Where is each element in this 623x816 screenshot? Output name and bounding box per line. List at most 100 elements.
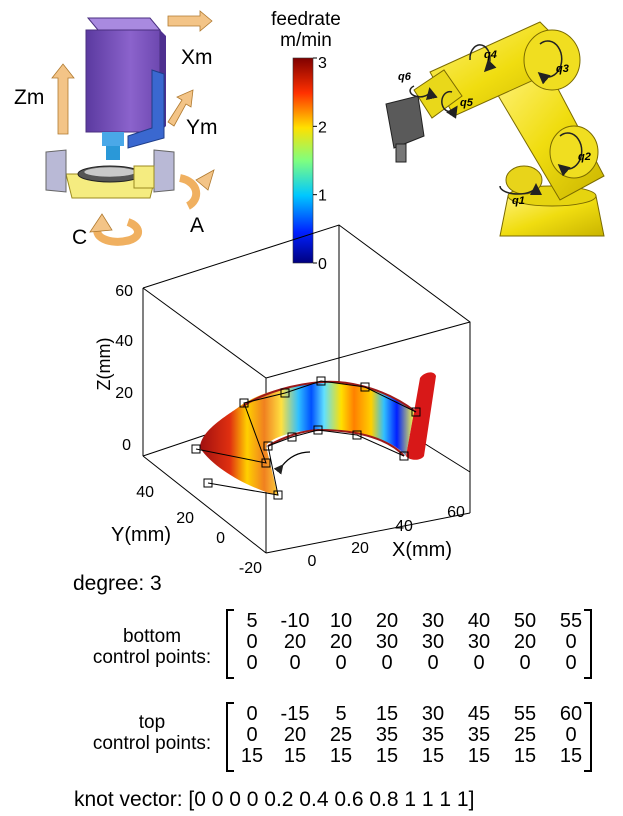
y-tick: -20 (239, 560, 262, 577)
bottom-label-line2: control points: (92, 647, 212, 668)
control-point (280, 388, 290, 398)
control-point (191, 444, 201, 454)
trunnion-left (45, 149, 67, 193)
spindle-nose (102, 132, 124, 146)
matrix-cell: 15 (375, 745, 399, 767)
box-floor-front (142, 455, 267, 554)
z-tick: 0 (122, 437, 131, 454)
machine-tool-illustration (45, 17, 175, 199)
a-rotation-arrow-icon (178, 174, 201, 210)
matrix-cell: 55 (559, 610, 583, 632)
degree-text: degree: 3 (73, 572, 162, 595)
matrix-cell: 15 (467, 745, 491, 767)
top-curve (242, 380, 417, 413)
box-top-front (142, 287, 267, 379)
matrix-cell: 15 (240, 745, 264, 767)
matrix-cell: 35 (467, 724, 491, 746)
q5-label: q5 (460, 97, 474, 109)
matrix-left-bracket (226, 702, 234, 772)
matrix-cell: 55 (513, 703, 537, 725)
colorbar-title-line2: m/min (280, 30, 332, 51)
matrix-right-bracket (584, 702, 592, 772)
trunnion-block (133, 165, 155, 189)
q5-rotation-icon (441, 90, 458, 119)
matrix-cell: 20 (375, 610, 399, 632)
guide-rail (127, 69, 165, 149)
tool (106, 146, 120, 160)
matrix-cell: 25 (329, 724, 353, 746)
a-rotation-head-icon (195, 169, 215, 191)
q6-rotation-icon (409, 85, 438, 101)
robot-arm-illustration: q1 q2 q3 q4 q5 q6 (385, 21, 605, 237)
matrix-cell: 50 (513, 610, 537, 632)
matrix-cell: 35 (375, 724, 399, 746)
toolpath-surface (200, 381, 414, 496)
a-label: A (190, 214, 204, 237)
colorbar-gradient (292, 57, 314, 264)
box-top-right (265, 321, 471, 379)
matrix-cell: 0 (427, 652, 439, 674)
x-tick: 0 (308, 553, 317, 570)
matrix-cell: 0 (519, 652, 531, 674)
colorbar-title-line1: feedrate (271, 9, 341, 30)
matrix-cell: -10 (280, 610, 310, 632)
control-point (313, 425, 323, 435)
q2-rotation-icon (557, 132, 583, 177)
matrix-cell: 15 (421, 745, 445, 767)
x-axis-label: X(mm) (392, 539, 452, 561)
matrix-right-bracket (584, 609, 592, 679)
zm-arrow-icon (51, 63, 75, 135)
control-point (261, 458, 271, 468)
q1-rotation-icon (499, 183, 542, 196)
matrix-cell: 30 (421, 631, 445, 653)
top-control-points-label: top control points: (72, 712, 232, 754)
control-point (316, 376, 326, 386)
matrix-cell: 35 (421, 724, 445, 746)
control-point (287, 432, 297, 442)
matrix-cell: 45 (467, 703, 491, 725)
x-tick: 60 (447, 504, 465, 521)
z-tick: 60 (115, 283, 133, 300)
matrix-cell: 20 (283, 724, 307, 746)
q4-label: q4 (484, 49, 497, 61)
matrix-cell: 20 (329, 631, 353, 653)
matrix-cell: 15 (513, 745, 537, 767)
y-axis-label: Y(mm) (111, 524, 171, 546)
z-axis-label: Z(mm) (94, 338, 114, 391)
matrix-left-bracket (226, 609, 234, 679)
matrix-cell: 60 (559, 703, 583, 725)
machine-axis-arrows: Xm Zm Ym C A (14, 10, 218, 249)
matrix-cell: 30 (421, 703, 445, 725)
q3-rotation-icon (537, 40, 563, 85)
box-floor-right (265, 512, 471, 554)
matrix-cell: 5 (335, 703, 347, 725)
matrix-cell: 15 (375, 703, 399, 725)
xm-label: Xm (181, 46, 213, 69)
y-tick: 40 (136, 484, 154, 501)
rotary-table-top (83, 166, 137, 178)
spindle-housing (85, 29, 161, 133)
c-rotation-head-icon (89, 213, 113, 233)
bottom-control-points-label: bottom control points: (72, 626, 232, 668)
matrix-cell: 30 (421, 610, 445, 632)
robot-elbow (523, 29, 581, 91)
z-tick: 20 (115, 385, 133, 402)
box-back-edges (142, 224, 471, 513)
control-point (352, 430, 362, 440)
top-control-polygon (195, 380, 417, 464)
matrix-cell: 0 (246, 724, 258, 746)
matrix-cell: 15 (283, 745, 307, 767)
matrix-cell: 40 (467, 610, 491, 632)
q2-label: q2 (578, 151, 591, 163)
top-label-line1: top (138, 712, 166, 733)
matrix-cell: 0 (381, 652, 393, 674)
